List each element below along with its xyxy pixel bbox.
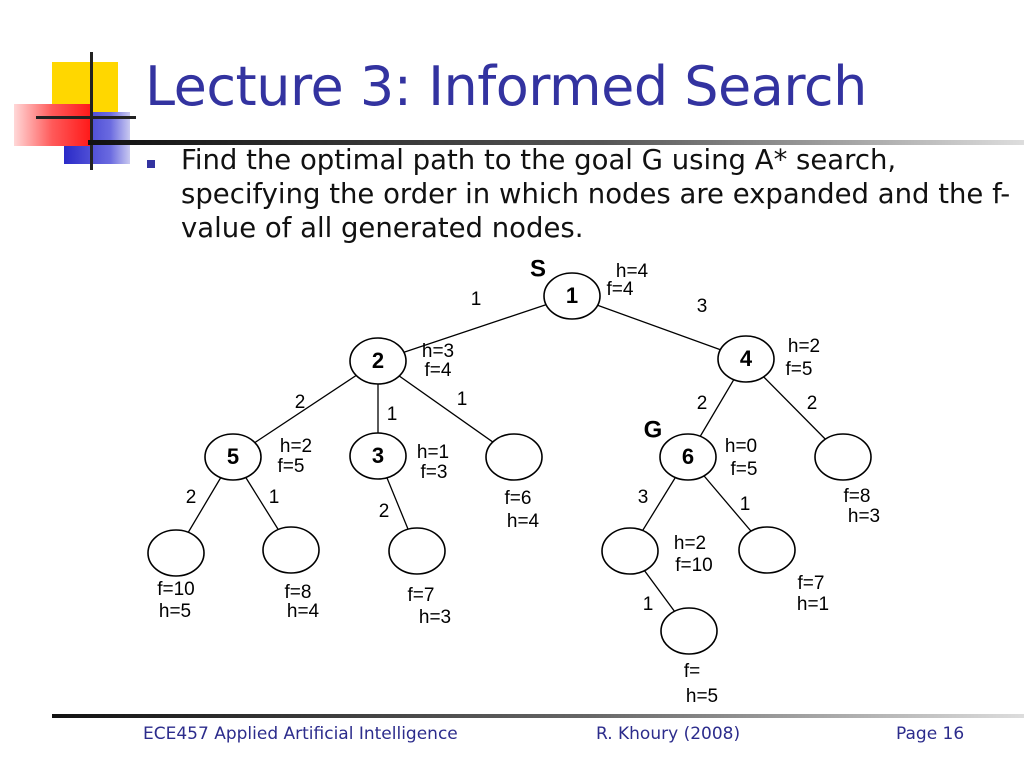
annotation-n6aaf: f= [684, 661, 700, 682]
annotation-n6bf: f=7 [798, 573, 825, 594]
edge-n2-n2c [377, 360, 515, 458]
annotation-S: S [530, 255, 546, 282]
tree-node-label-n4: 4 [740, 346, 753, 371]
annotation-n6ah: h=2 [674, 533, 706, 554]
footer-course: ECE457 Applied Artificial Intelligence [143, 724, 458, 744]
annotation-n6aah: h=5 [686, 686, 718, 707]
edge-cost-n2-n5: 2 [295, 392, 306, 413]
annotation-n4h: h=2 [788, 336, 820, 357]
annotation-G: G [644, 416, 663, 443]
tree-node-label-n2: 2 [372, 348, 384, 373]
tree-node-n3a [388, 527, 446, 575]
edge-cost-n4-n4c: 2 [807, 393, 818, 414]
tree-node-n6aa [660, 607, 718, 655]
annotation-n5af: f=10 [157, 579, 195, 600]
annotation-n4f: f=5 [786, 359, 813, 380]
footer-divider [52, 714, 1024, 718]
annotation-n5f: f=5 [278, 456, 305, 477]
tree-node-n4 [717, 335, 775, 383]
tree-node-label-n6: 6 [682, 444, 694, 469]
annotation-n4ch: h=3 [848, 506, 880, 527]
tree-node-n1 [543, 272, 601, 320]
edge-cost-n1-n4: 3 [697, 296, 708, 317]
edge-cost-n4-n6: 2 [697, 393, 708, 414]
title-divider [88, 140, 1024, 145]
annotation-n2f: f=4 [425, 360, 452, 381]
annotation-n6h: h=0 [725, 436, 757, 457]
annotation-n6bh: h=1 [797, 594, 829, 615]
footer-page-number: Page 16 [896, 724, 965, 744]
annotation-n6af: f=10 [675, 555, 713, 576]
tree-annotations: SGh=4f=4h=3f=4h=2f=5h=2f=5h=1f=3f=6h=4h=… [157, 255, 880, 707]
tree-node-n2c [485, 433, 543, 481]
annotation-n1h: h=4 [616, 261, 649, 282]
edge-n2-n5 [232, 360, 379, 458]
annotation-n3af: f=7 [408, 585, 435, 606]
annotation-n3f: f=3 [421, 462, 448, 483]
bullet-text: Find the optimal path to the goal G usin… [181, 144, 1011, 244]
tree-node-n6b [738, 526, 796, 574]
edge-cost-n6-n6b: 1 [740, 494, 751, 515]
annotation-n2cf: f=6 [505, 488, 532, 509]
annotation-n1f: f=4 [607, 279, 634, 300]
decor-vertical-line [90, 52, 93, 170]
tree-node-n6a [601, 527, 659, 575]
decor-horizontal-line [36, 116, 136, 119]
annotation-n5h: h=2 [280, 436, 312, 457]
annotation-n2ch: h=4 [507, 511, 540, 532]
edge-cost-n6-n6a: 3 [638, 487, 649, 508]
edge-cost-n6a-n6aa: 1 [643, 594, 654, 615]
edge-cost-n5-n5b: 1 [269, 487, 280, 508]
edge-cost-n2-n2c: 1 [457, 389, 468, 410]
edge-cost-n5-n5a: 2 [186, 487, 197, 508]
tree-node-n2 [349, 337, 407, 385]
tree-node-n5 [204, 433, 262, 481]
tree-nodes: 1 2 4 5 3 6 [147, 272, 872, 655]
bullet-marker [147, 160, 155, 168]
annotation-n5ah: h=5 [159, 601, 191, 622]
annotation-n2h: h=3 [422, 341, 454, 362]
annotation-n4cf: f=8 [844, 486, 871, 507]
tree-node-n5b [262, 526, 320, 574]
tree-node-label-n5: 5 [227, 444, 239, 469]
annotation-n5bh: h=4 [287, 601, 320, 622]
edge-n1-n4 [571, 295, 747, 360]
tree-node-n6 [659, 433, 717, 481]
tree-node-label-n1: 1 [566, 283, 578, 308]
annotation-n5bf: f=8 [285, 582, 312, 603]
tree-node-label-n3: 3 [372, 443, 384, 468]
decor-red-square [14, 104, 90, 146]
edge-cost-n1-n2: 1 [471, 289, 482, 310]
slide-title: Lecture 3: Informed Search [145, 55, 867, 118]
tree-node-n3 [349, 432, 407, 480]
annotation-n6f: f=5 [731, 459, 758, 480]
edge-cost-n2-n3: 1 [387, 404, 398, 425]
annotation-n3h: h=1 [417, 442, 449, 463]
edge-cost-n3-n3a: 2 [379, 501, 390, 522]
tree-node-n5a [147, 529, 205, 577]
tree-node-n4c [814, 433, 872, 481]
annotation-n3ah: h=3 [419, 607, 451, 628]
footer-author: R. Khoury (2008) [596, 724, 741, 744]
edge-n1-n2 [377, 295, 573, 362]
